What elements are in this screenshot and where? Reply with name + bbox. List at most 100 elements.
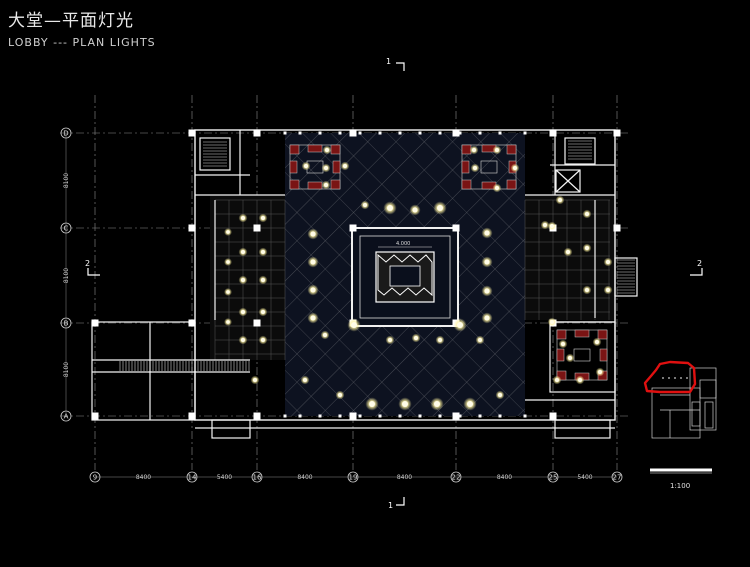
- armchair: [506, 179, 517, 190]
- column: [358, 131, 362, 135]
- ceiling-light: [385, 335, 395, 345]
- svg-text:25: 25: [549, 474, 558, 482]
- column: [283, 131, 287, 135]
- column: [91, 319, 99, 327]
- column: [478, 414, 482, 418]
- ceiling-light: [453, 318, 467, 332]
- column-dimension: 8400: [136, 474, 151, 481]
- armchair: [289, 160, 298, 174]
- ceiling-light: [481, 256, 493, 268]
- column: [188, 129, 196, 137]
- ceiling-light: [258, 213, 268, 223]
- ceiling-light: [492, 145, 502, 155]
- ceiling-lights: [224, 145, 613, 411]
- ceiling-light: [307, 284, 319, 296]
- ceiling-light: [238, 335, 248, 345]
- ceiling-light: [307, 312, 319, 324]
- ceiling-light: [430, 397, 444, 411]
- column: [188, 412, 196, 420]
- ceiling-light: [547, 221, 557, 231]
- armchair: [307, 181, 323, 190]
- svg-text:22: 22: [452, 474, 461, 482]
- column: [349, 129, 357, 137]
- ceiling-light: [307, 256, 319, 268]
- armchair: [330, 179, 341, 190]
- armchair: [556, 329, 567, 340]
- ceiling-light: [481, 312, 493, 324]
- ceiling-light: [224, 288, 232, 296]
- column: [613, 224, 621, 232]
- ceiling-light: [250, 375, 260, 385]
- row-dimension: 8100: [63, 268, 70, 283]
- ceiling-light: [321, 163, 331, 173]
- svg-text:19: 19: [349, 474, 358, 482]
- key-plan: 1:100: [643, 360, 717, 490]
- ceiling-light: [321, 180, 331, 190]
- armchair: [599, 348, 608, 362]
- column: [188, 319, 196, 327]
- ceiling-light: [492, 183, 502, 193]
- ceiling-light: [592, 337, 602, 347]
- walls: [91, 129, 638, 439]
- ceiling-light: [238, 275, 248, 285]
- column-dimension: 5400: [577, 474, 592, 481]
- column: [478, 131, 482, 135]
- ceiling-light: [575, 375, 585, 385]
- column: [458, 414, 462, 418]
- ceiling-light: [365, 397, 379, 411]
- ceiling-light: [469, 145, 479, 155]
- column: [188, 224, 196, 232]
- column: [398, 131, 402, 135]
- armchair: [332, 160, 341, 174]
- ceiling-light: [603, 257, 613, 267]
- ceiling-light: [563, 247, 573, 257]
- ceiling-light: [398, 397, 412, 411]
- armchair: [289, 179, 300, 190]
- ceiling-light: [595, 367, 605, 377]
- armchair: [307, 144, 323, 153]
- column: [523, 131, 527, 135]
- ceiling-light: [475, 335, 485, 345]
- svg-text:27: 27: [613, 474, 622, 482]
- svg-text:16: 16: [253, 474, 262, 482]
- ceiling-light: [258, 247, 268, 257]
- key-plan-scale: 1:100: [670, 482, 690, 490]
- armchair: [330, 144, 341, 155]
- column: [349, 224, 357, 232]
- column: [438, 414, 442, 418]
- ceiling-light: [322, 145, 332, 155]
- ceiling-light: [558, 339, 568, 349]
- ceiling-light: [435, 335, 445, 345]
- ceiling-light: [335, 390, 345, 400]
- column: [458, 131, 462, 135]
- ceiling-light: [552, 375, 562, 385]
- column: [358, 414, 362, 418]
- key-plan-highlight: [643, 360, 697, 394]
- column: [549, 412, 557, 420]
- ceiling-light: [347, 318, 361, 332]
- ceiling-light: [510, 163, 520, 173]
- ceiling-light: [307, 228, 319, 240]
- svg-text:A: A: [64, 413, 69, 421]
- column: [338, 131, 342, 135]
- column-dimension: 8400: [297, 474, 312, 481]
- ceiling-light: [238, 213, 248, 223]
- drawing-title-en: LOBBY --- PLAN LIGHTS: [8, 36, 156, 49]
- armchair: [461, 160, 470, 174]
- ceiling-light: [470, 163, 480, 173]
- coffee-table: [480, 160, 498, 174]
- column: [349, 412, 357, 420]
- armchair: [556, 370, 567, 381]
- ceiling-light: [300, 375, 310, 385]
- ceiling-light: [555, 195, 565, 205]
- row-dimension: 8100: [63, 173, 70, 188]
- column: [253, 129, 261, 137]
- column-dimension: 5400: [217, 474, 232, 481]
- atrium-dimension: 4.000: [396, 241, 410, 247]
- ceiling-light: [582, 243, 592, 253]
- ceiling-light: [238, 247, 248, 257]
- column: [398, 414, 402, 418]
- column: [452, 129, 460, 137]
